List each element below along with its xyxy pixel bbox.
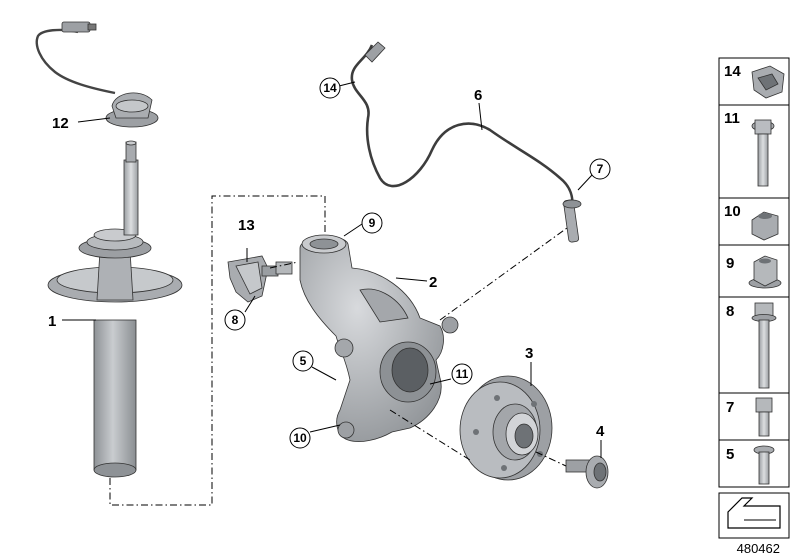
bolt-head-icon [754,119,772,135]
shock-tube [93,319,137,471]
sidebar-label-5: 5 [726,446,734,463]
sidebar-cell-8 [718,296,790,394]
rubber-cap [105,92,159,128]
callout-5: 5 [300,354,307,368]
callout-7: 7 [597,162,604,176]
callout-11: 11 [456,367,469,381]
wire-bracket [227,255,293,303]
sidebar-cell-11 [718,104,790,199]
sidebar-label-11: 11 [724,110,740,127]
leader-lines [62,81,602,506]
circle-5 [292,350,314,372]
sidebar-label-9: 9 [726,255,734,272]
socket-screw-icon [755,397,773,413]
wheel-speed-sensor-cable [350,41,582,243]
callout-10: 10 [293,431,307,445]
callout-3: 3 [525,345,533,362]
circle-7 [589,158,611,180]
sidebar-cell-7 [718,392,790,441]
parts-sidebar: 14 11 10 9 8 7 5 [718,57,790,539]
sidebar-label-10: 10 [724,203,741,220]
callout-12: 12 [52,115,69,132]
sensor-wire-upper [35,28,116,95]
circle-8 [224,309,246,331]
callout-6: 6 [474,87,482,104]
circle-11 [451,363,473,385]
callout-2: 2 [429,274,437,291]
reference-number: 480462 [737,541,780,556]
sidebar-cell-5 [718,439,790,488]
nut-icon [751,211,779,241]
piston-rod [123,159,139,236]
callout-8: 8 [232,313,239,327]
callout-4: 4 [596,423,605,440]
callout-14: 14 [323,81,337,95]
collar-bolt [565,455,609,489]
sidebar-label-14: 14 [724,63,741,80]
callout-13: 13 [238,217,255,234]
flange-nut-icon [753,255,778,287]
wheel-hub [459,375,553,481]
steering-knuckle [299,234,459,442]
callout-labels: 1 12 2 3 4 6 13 14 7 9 8 5 10 11 [48,77,611,449]
circle-10 [289,427,311,449]
circle-14 [319,77,341,99]
sidebar-label-7: 7 [726,399,734,416]
circle-9 [361,212,383,234]
shock-absorber [47,140,183,478]
wire-connector [61,21,91,33]
sidebar-label-8: 8 [726,303,734,320]
callout-1: 1 [48,313,56,330]
callout-9: 9 [369,216,376,230]
